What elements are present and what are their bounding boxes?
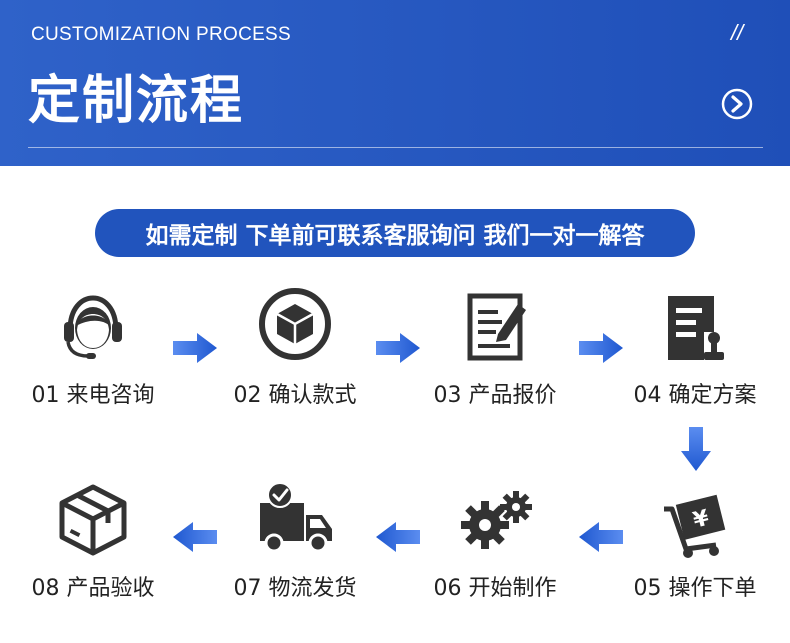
step-label: 01 来电咨询 xyxy=(31,383,155,408)
tagline-text: 如需定制 下单前可联系客服询问 我们一对一解答 xyxy=(145,223,645,249)
step-label: 08 产品验收 xyxy=(31,576,155,601)
arrow-right-icon xyxy=(579,333,623,363)
arrow-right-icon xyxy=(173,333,217,363)
cart-invoice-icon: ¥ xyxy=(664,494,726,558)
arrow-left-icon xyxy=(376,522,420,552)
step-03: 03 产品报价 xyxy=(405,282,585,409)
contact-tagline: 如需定制 下单前可联系客服询问 我们一对一解答 xyxy=(95,209,695,257)
arrow-left-icon xyxy=(173,522,217,552)
package-box-icon xyxy=(59,484,127,556)
step-label: 06 开始制作 xyxy=(433,576,557,601)
header-banner: CUSTOMIZATION PROCESS 定制流程 // xyxy=(0,0,790,166)
step-label: 02 确认款式 xyxy=(233,383,357,408)
step-01: 01 来电咨询 xyxy=(3,282,183,409)
delivery-truck-icon xyxy=(260,482,332,553)
step-04: 04 确定方案 xyxy=(605,282,785,409)
header-subtitle: CUSTOMIZATION PROCESS xyxy=(31,24,292,45)
step-06: 06 开始制作 xyxy=(405,475,585,602)
arrow-left-icon xyxy=(579,522,623,552)
step-label: 04 确定方案 xyxy=(633,383,757,408)
step-label: 05 操作下单 xyxy=(633,576,757,601)
document-stamp-icon xyxy=(668,296,724,360)
header-decoration: // xyxy=(731,20,744,45)
arrow-circle-icon[interactable] xyxy=(721,88,753,120)
gears-icon xyxy=(461,491,532,549)
arrow-down-icon xyxy=(681,427,711,471)
step-label: 03 产品报价 xyxy=(433,383,557,408)
step-label: 07 物流发货 xyxy=(233,576,357,601)
svg-text:¥: ¥ xyxy=(691,506,713,534)
headset-agent-icon xyxy=(64,295,122,359)
step-07: 07 物流发货 xyxy=(205,475,385,602)
step-05: ¥ 05 操作下单 xyxy=(605,475,785,602)
document-edit-icon xyxy=(467,293,526,361)
header-divider xyxy=(28,147,763,148)
arrow-right-icon xyxy=(376,333,420,363)
step-02: 02 确认款式 xyxy=(205,282,385,409)
box-circle-icon xyxy=(259,288,331,360)
step-08: 08 产品验收 xyxy=(3,475,183,602)
page-title: 定制流程 xyxy=(28,71,245,131)
